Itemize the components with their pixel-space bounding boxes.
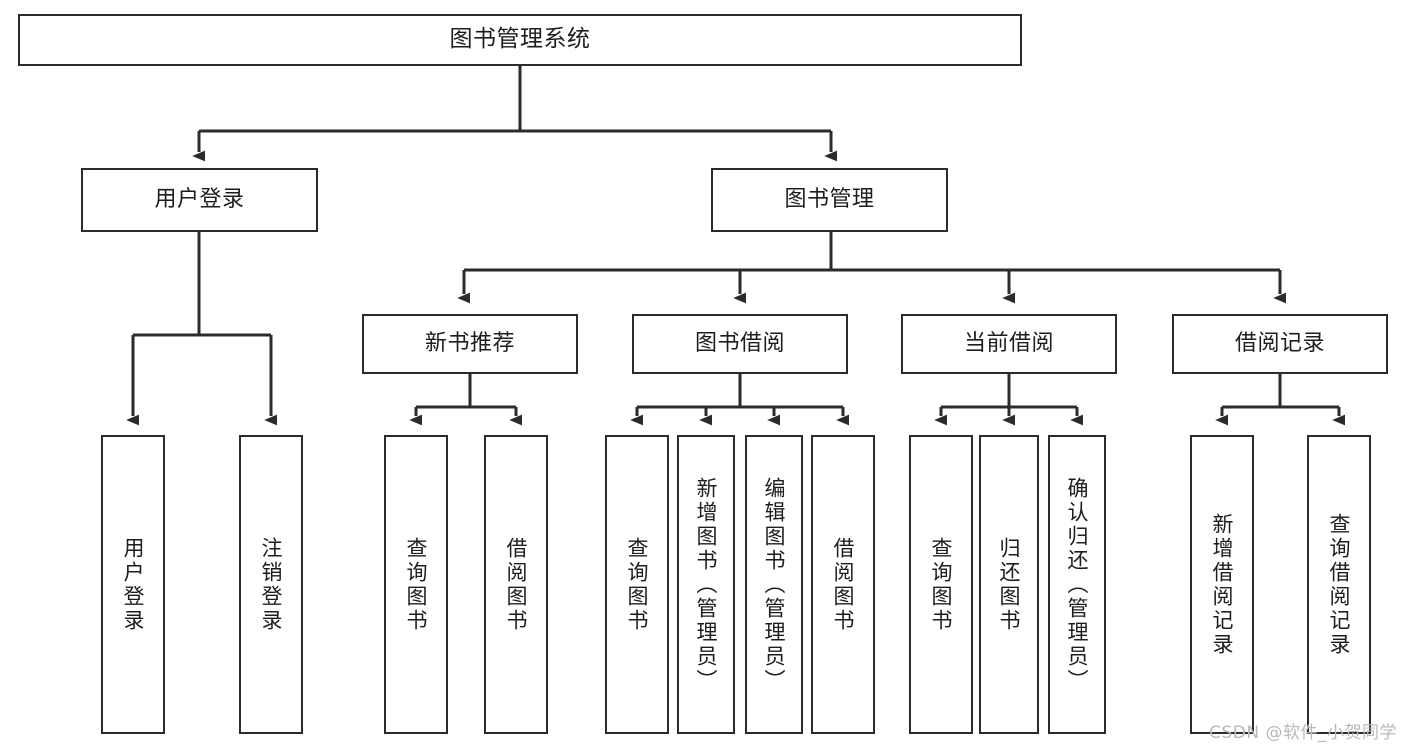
- node-book-management[interactable]: 图书管理: [711, 168, 948, 232]
- node-root-system[interactable]: 图书管理系统: [18, 14, 1022, 66]
- node-label: 借阅图书: [504, 536, 529, 633]
- node-label: 当前借阅: [963, 331, 1054, 357]
- node-leaf-edit-book-admin[interactable]: 编辑图书（管理员）: [745, 435, 803, 734]
- node-leaf-query-book-recommendation[interactable]: 查询图书: [384, 435, 448, 734]
- node-label: 借阅图书: [831, 536, 856, 633]
- node-label: 编辑图书（管理员）: [762, 476, 787, 693]
- node-leaf-add-book-admin[interactable]: 新增图书（管理员）: [677, 435, 735, 734]
- node-book-borrowing[interactable]: 图书借阅: [632, 314, 848, 374]
- node-label: 查询借阅记录: [1327, 512, 1352, 657]
- node-current-borrowing[interactable]: 当前借阅: [901, 314, 1117, 374]
- node-leaf-logout[interactable]: 注销登录: [239, 435, 303, 734]
- node-leaf-query-book-borrowing[interactable]: 查询图书: [605, 435, 669, 734]
- node-label: 注销登录: [259, 536, 284, 633]
- node-label: 查询图书: [404, 536, 429, 633]
- node-leaf-query-book-current[interactable]: 查询图书: [909, 435, 973, 734]
- node-label: 用户登录: [121, 536, 146, 633]
- node-leaf-borrow-book-recommendation[interactable]: 借阅图书: [484, 435, 548, 734]
- node-leaf-add-borrow-record[interactable]: 新增借阅记录: [1190, 435, 1254, 734]
- node-leaf-return-book[interactable]: 归还图书: [979, 435, 1039, 734]
- node-label: 归还图书: [997, 536, 1022, 633]
- node-label: 查询图书: [929, 536, 954, 633]
- csdn-watermark: CSDN @软件_小贺同学: [1209, 723, 1397, 743]
- node-leaf-confirm-return-admin[interactable]: 确认归还（管理员）: [1048, 435, 1106, 734]
- node-label: 新增图书（管理员）: [694, 476, 719, 693]
- node-label: 确认归还（管理员）: [1065, 476, 1090, 693]
- node-label: 新增借阅记录: [1210, 512, 1235, 657]
- node-leaf-user-login[interactable]: 用户登录: [101, 435, 165, 734]
- node-borrowing-records[interactable]: 借阅记录: [1172, 314, 1388, 374]
- node-label: 图书管理: [784, 187, 875, 213]
- node-leaf-borrow-book[interactable]: 借阅图书: [811, 435, 875, 734]
- node-label: 用户登录: [154, 187, 245, 213]
- node-leaf-query-borrow-record[interactable]: 查询借阅记录: [1307, 435, 1371, 734]
- node-label: 图书管理系统: [449, 26, 591, 53]
- node-label: 新书推荐: [424, 331, 515, 357]
- node-label: 查询图书: [625, 536, 650, 633]
- node-new-book-recommendation[interactable]: 新书推荐: [362, 314, 578, 374]
- node-label: 借阅记录: [1234, 331, 1325, 357]
- node-label: 图书借阅: [694, 331, 785, 357]
- node-user-login[interactable]: 用户登录: [81, 168, 318, 232]
